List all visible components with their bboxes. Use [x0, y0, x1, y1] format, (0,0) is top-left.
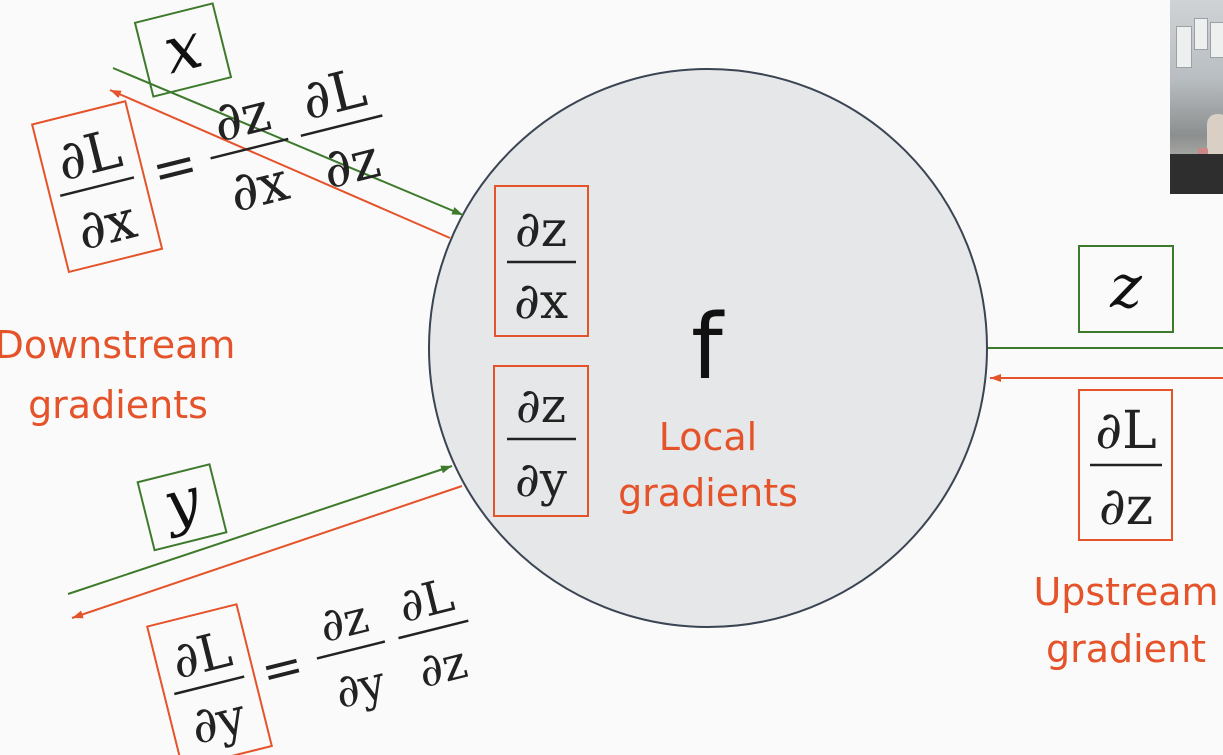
- local-gradient-dzdx: ∂z ∂x: [494, 185, 589, 337]
- upstream-caption-line1: Upstream: [1033, 570, 1218, 614]
- downstream-caption-line2: gradients: [28, 383, 208, 427]
- input-y-box: y: [136, 463, 228, 552]
- webcam-poster: [1210, 22, 1223, 58]
- dy-f1-denominator: ∂y: [329, 655, 390, 719]
- upstream-denominator: ∂z: [1099, 477, 1153, 537]
- dy-lhs-denominator: ∂y: [185, 686, 252, 755]
- input-x-label: x: [156, 9, 209, 90]
- dx-lhs-denominator: ∂x: [71, 187, 143, 262]
- dzdx-numerator: ∂z: [515, 200, 567, 258]
- dy-f1-numerator: ∂z: [314, 589, 374, 653]
- dzdy-numerator: ∂z: [516, 378, 566, 434]
- local-gradients-caption-line2: gradients: [618, 471, 798, 515]
- dzdy-denominator: ∂y: [515, 452, 567, 508]
- forward-arrow-y: [67, 465, 453, 595]
- webcam-poster: [1194, 18, 1208, 50]
- dzdx-denominator: ∂x: [514, 272, 568, 330]
- dx-f2-numerator: ∂L: [295, 56, 372, 133]
- input-x-box: x: [133, 2, 233, 98]
- dx-f1-denominator: ∂x: [223, 149, 295, 224]
- dy-lhs-numerator: ∂L: [166, 620, 237, 691]
- function-node: [428, 68, 988, 628]
- upstream-numerator: ∂L: [1095, 401, 1156, 461]
- dy-f2-denominator: ∂z: [413, 634, 473, 698]
- local-gradients-caption-line1: Local: [659, 415, 758, 459]
- input-y-label: y: [154, 464, 208, 541]
- function-label: f: [691, 295, 725, 400]
- upstream-gradient: ∂L ∂z: [1078, 389, 1173, 541]
- backward-arrow-x: [109, 89, 451, 239]
- dy-f2-numerator: ∂L: [393, 568, 459, 634]
- downstream-x-equation: ∂L ∂x = ∂z ∂x ∂L ∂z: [30, 56, 386, 274]
- webcam-thumbnail: [1170, 0, 1223, 194]
- dx-equals: =: [145, 131, 204, 203]
- downstream-caption-line1: Downstream: [0, 323, 235, 367]
- output-z-box: z: [1078, 245, 1174, 333]
- webcam-desk: [1170, 154, 1223, 194]
- upstream-caption-line2: gradient: [1046, 627, 1206, 671]
- webcam-poster: [1176, 26, 1192, 68]
- output-z-label: z: [1109, 252, 1142, 322]
- local-gradient-dzdy: ∂z ∂y: [493, 365, 589, 517]
- backward-arrow-y: [71, 485, 463, 619]
- downstream-y-equation: ∂L ∂y = ∂z ∂y ∂L ∂z: [145, 568, 473, 755]
- dy-equals: =: [255, 635, 310, 701]
- dx-f2-denominator: ∂z: [316, 127, 386, 202]
- dx-lhs-numerator: ∂L: [51, 117, 128, 194]
